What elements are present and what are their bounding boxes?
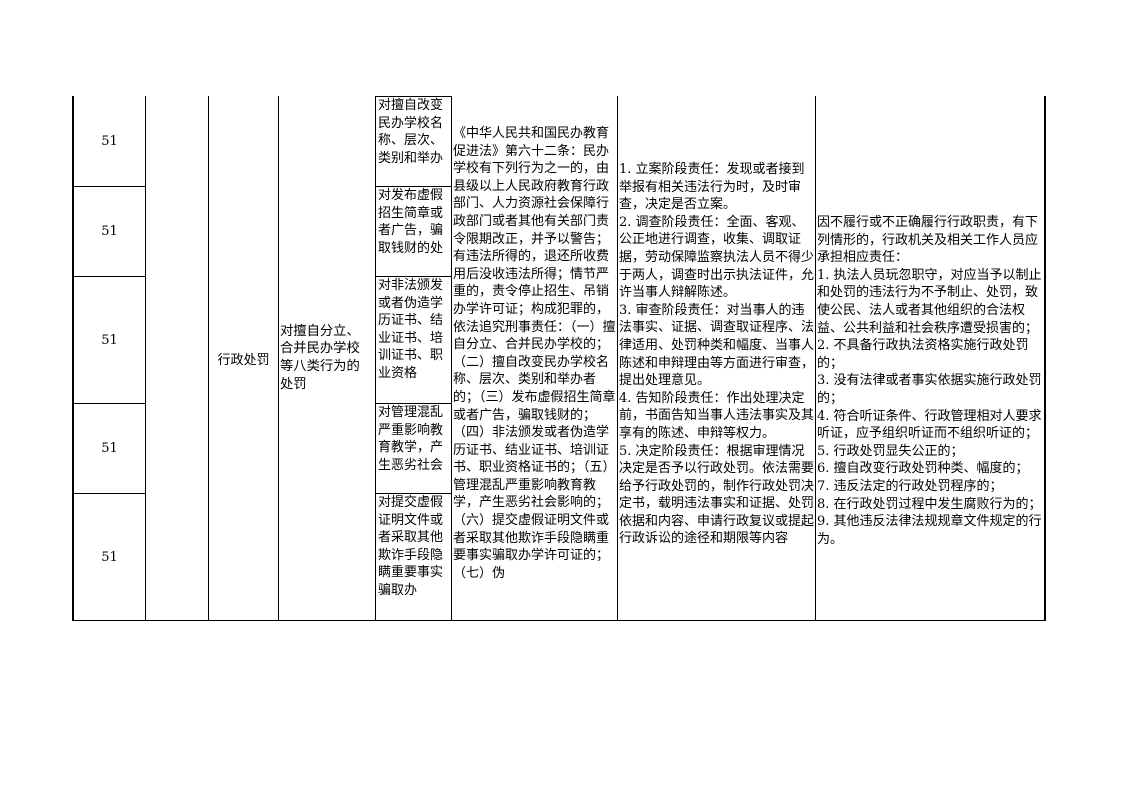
- responsibility-item: 4. 告知阶段责任：作出处理决定前，书面告知当事人违法事实及其享有的陈述、申辩等…: [619, 390, 815, 441]
- column-divider: [815, 96, 816, 621]
- item-box-top: [375, 96, 452, 97]
- column-divider: [145, 96, 146, 621]
- row-divider: [72, 276, 146, 277]
- column-divider: [617, 96, 618, 621]
- row-divider: [375, 186, 452, 187]
- sub-item: 对发布虚假招生简章或者广告，骗取钱财的处: [378, 188, 444, 256]
- accountability-item: 8. 在行政处罚过程中发生腐败行为的；: [817, 496, 1042, 512]
- responsibility-item: 3. 审查阶段责任：对当事人的违法事实、证据、调查取证程序、法律适用、处罚种类和…: [619, 302, 815, 389]
- accountability-item: 7. 违反法定的行政处罚程序的；: [817, 478, 1003, 494]
- legal-basis-cell: 《中华人民共和国民办教育促进法》第六十二条：民办学校有下列行为之一的，由县级以上…: [453, 126, 616, 581]
- responsibility-item: 2. 调查阶段责任：全面、客观、公正地进行调查，收集、调取证据，劳动保障监察执法…: [619, 214, 815, 301]
- responsibility-item: 5. 决定阶段责任：根据审理情况决定是否予以行政处罚。依法需要给予行政处罚的，制…: [619, 443, 815, 547]
- table-border-bottom: [72, 620, 1046, 621]
- sub-item: 对擅自改变民办学校名称、层次、类别和举办: [378, 98, 444, 166]
- row-number: 51: [101, 549, 118, 565]
- row-number: 51: [101, 133, 118, 149]
- column-divider: [451, 96, 452, 621]
- accountability-item: 2. 不具备行政执法资格实施行政处罚的；: [817, 338, 1029, 371]
- penalty-table: 51 51 51 51 51 行政处罚 对擅自分立、合并民办学校等八类行为的处罚…: [72, 96, 1046, 621]
- accountability-item: 6. 擅自改变行政处罚种类、幅度的；: [817, 461, 1029, 477]
- sub-item: 对非法颁发或者伪造学历证书、结业证书、培训证书、职业资格: [378, 278, 444, 381]
- row-divider: [375, 493, 452, 494]
- sub-item: 对提交虚假证明文件或者采取其他欺诈手段隐瞒重要事实骗取办: [378, 495, 444, 598]
- responsibility-item: 1. 立案阶段责任：发现或者接到举报有相关违法行为时，及时审查，决定是否立案。: [619, 162, 805, 213]
- accountability-item: 因不履行或不正确履行行政职责，有下列情形的，行政机关及相关工作人员应承担相应责任…: [817, 215, 1039, 266]
- sub-item: 对管理混乱严重影响教育教学，产生恶劣社会: [378, 405, 444, 473]
- power-name-cell: 对擅自分立、合并民办学校等八类行为的处罚: [280, 96, 373, 620]
- row-divider: [375, 276, 452, 277]
- power-name-text: 对擅自分立、合并民办学校等八类行为的处罚: [280, 323, 360, 392]
- column-divider: [278, 96, 279, 621]
- row-number: 51: [101, 332, 118, 348]
- table-border-left: [72, 96, 74, 621]
- accountability-item: 5. 行政处罚显失公正的；: [817, 443, 964, 459]
- accountability-item: 9. 其他违反法律法规规章文件规定的行为。: [817, 514, 1042, 547]
- row-divider: [72, 403, 146, 404]
- category-cell: 行政处罚: [217, 352, 270, 368]
- table-border-right: [1044, 96, 1046, 621]
- row-divider: [375, 403, 452, 404]
- column-divider: [208, 96, 209, 621]
- row-number: 51: [101, 441, 118, 456]
- row-divider: [72, 493, 146, 494]
- accountability-item: 1. 执法人员玩忽职守，对应当予以制止和处罚的违法行为不予制止、处罚，致使公民、…: [817, 267, 1042, 336]
- column-divider: [375, 96, 376, 621]
- accountability-cell: 因不履行或不正确履行行政职责，有下列情形的，行政机关及相关工作人员应承担相应责任…: [817, 214, 1043, 620]
- responsibility-cell: 1. 立案阶段责任：发现或者接到举报有相关违法行为时，及时审查，决定是否立案。 …: [619, 161, 815, 620]
- accountability-item: 4. 符合听证条件、行政管理相对人要求听证，应予组织听证而不组织听证的；: [817, 408, 1042, 442]
- accountability-item: 3. 没有法律或者事实依据实施行政处罚的；: [817, 373, 1042, 406]
- row-divider: [72, 186, 146, 187]
- row-number: 51: [101, 224, 118, 239]
